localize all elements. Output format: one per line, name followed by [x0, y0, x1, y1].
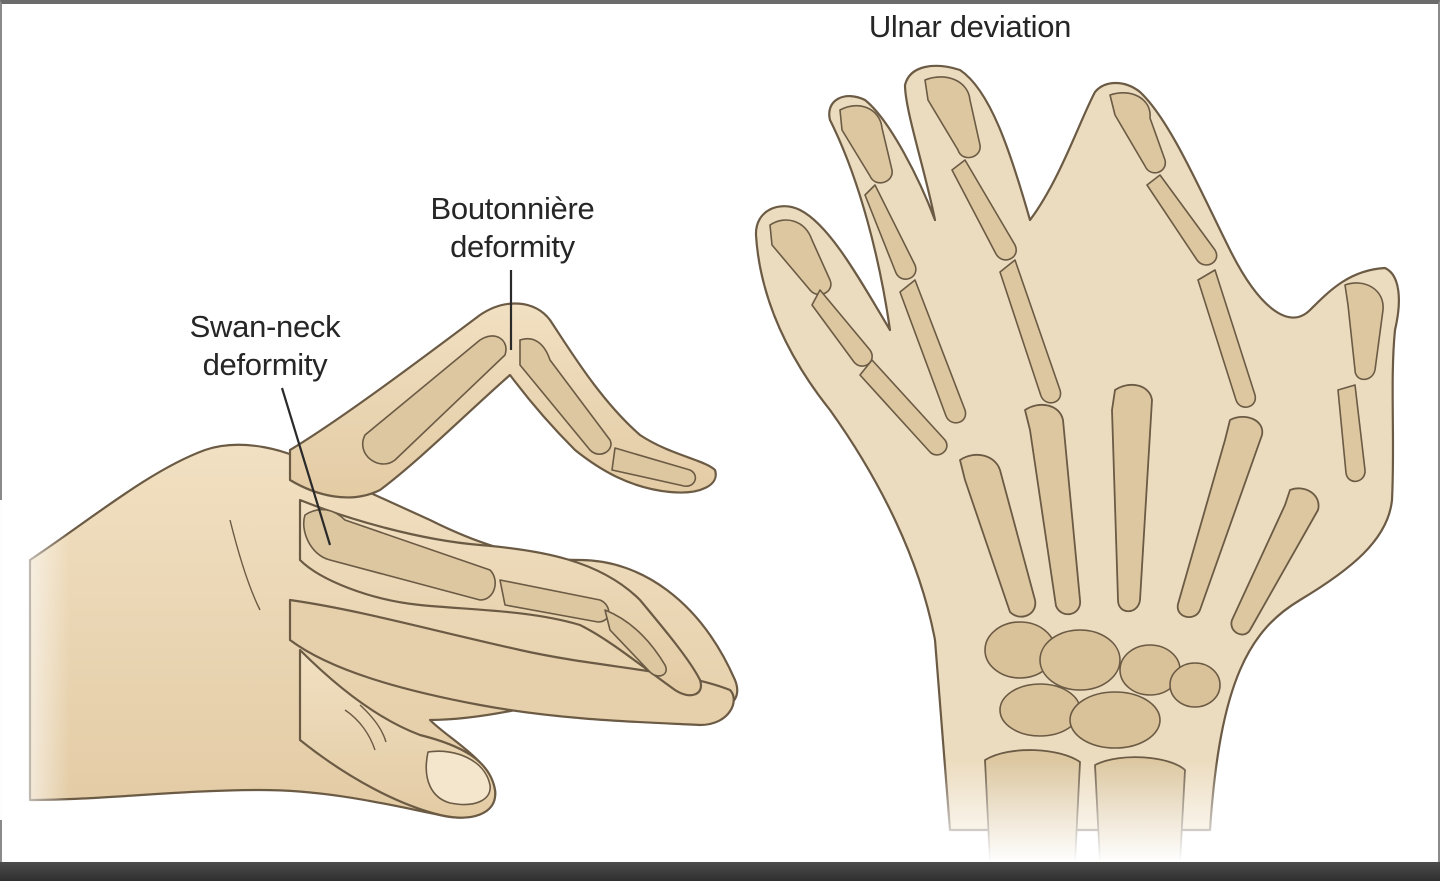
right-finger-3-phalanges — [924, 76, 1062, 404]
swan-neck-leader-line — [280, 387, 332, 546]
left-lower-fingers — [288, 598, 735, 727]
left-thumbnail — [425, 750, 491, 806]
left-hand-wrinkles — [229, 519, 387, 751]
figure-frame — [0, 0, 1440, 862]
right-carpal-bones — [984, 621, 1221, 749]
boutonniere-deformity-label: Boutonnière deformity — [430, 191, 595, 264]
right-finger-4-phalanges — [1109, 91, 1257, 408]
left-hand-side-view — [0, 302, 739, 820]
left-middle-finger-bones — [362, 335, 697, 487]
right-thumb-phalanges — [1337, 282, 1384, 483]
hand-deformity-illustration — [0, 64, 1400, 862]
bottom-bar — [0, 862, 1440, 881]
right-finger-2-phalanges — [839, 104, 967, 424]
ulnar-deviation-label: Ulnar deviation — [868, 9, 1072, 44]
swan-neck-deformity-label: Swan-neck deformity — [189, 309, 341, 382]
right-hand-outline — [754, 64, 1400, 832]
right-finger-1-phalanges — [769, 219, 948, 456]
right-hand-skeletal-view — [754, 64, 1400, 862]
right-metacarpals — [959, 383, 1320, 636]
left-index-finger-bones — [303, 508, 667, 677]
